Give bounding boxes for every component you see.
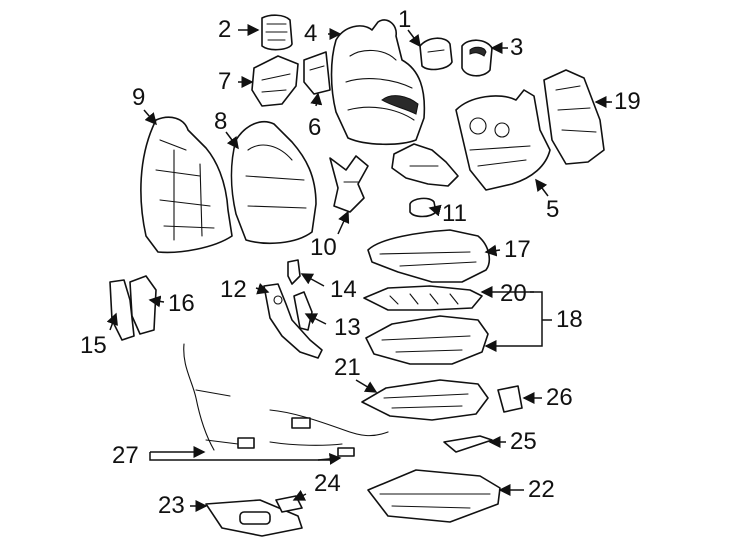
part-26-control-module <box>497 385 523 413</box>
part-3-headrest-cap <box>461 39 493 77</box>
callout-4: 4 <box>304 20 318 47</box>
callout-21: 21 <box>334 354 361 381</box>
callout-6: 6 <box>308 114 322 141</box>
leader-lines <box>106 24 612 512</box>
callout-8: 8 <box>214 108 228 135</box>
callout-25: 25 <box>510 428 537 455</box>
callout-11: 11 <box>442 200 467 227</box>
part-4-seat-back-cover <box>330 19 426 146</box>
part-14-clip <box>287 259 301 285</box>
part-21-cushion-frame <box>361 379 489 421</box>
part-17-seat-cushion-cover <box>367 229 491 283</box>
callout-20: 20 <box>500 280 527 307</box>
callout-7: 7 <box>218 68 232 95</box>
part-8-seat-back-frame-inner <box>230 120 317 245</box>
part-6-bracket <box>303 51 331 95</box>
callout-9: 9 <box>132 84 146 111</box>
callout-23: 23 <box>158 492 185 519</box>
part-16-side-trim <box>129 275 157 335</box>
callout-3: 3 <box>510 34 524 61</box>
part-27-wire-harness <box>183 343 389 457</box>
callout-22: 22 <box>528 476 555 503</box>
callout-5: 5 <box>546 196 560 223</box>
callout-19: 19 <box>614 88 641 115</box>
callout-12: 12 <box>220 276 247 303</box>
part-12-recliner <box>263 283 323 359</box>
part-9-seat-back-frame <box>140 116 233 254</box>
part-20-cushion-pad <box>363 285 483 311</box>
callout-24: 24 <box>314 470 341 497</box>
part-1-headrest <box>419 37 453 71</box>
callout-13: 13 <box>334 314 361 341</box>
callout-1: 1 <box>398 6 412 33</box>
part-18-seat-cushion <box>365 315 489 365</box>
callout-15: 15 <box>80 332 107 359</box>
part-25-switch <box>443 435 493 453</box>
callout-18: 18 <box>556 306 583 333</box>
callout-14: 14 <box>330 276 357 303</box>
part-22-seat-track <box>367 469 501 523</box>
part-19-side-panel <box>543 69 605 165</box>
part-10-bracket <box>329 155 369 213</box>
callout-2: 2 <box>218 16 232 43</box>
part-5-seat-back-panel <box>455 89 551 191</box>
part-2-headrest-guide <box>261 14 293 51</box>
callout-16: 16 <box>168 290 195 317</box>
callout-10: 10 <box>310 234 337 261</box>
part-23-side-shield <box>205 499 303 537</box>
callout-27: 27 <box>112 442 139 469</box>
callout-26: 26 <box>546 384 573 411</box>
part-7-trim-panel <box>251 55 299 107</box>
callout-17: 17 <box>504 236 531 263</box>
